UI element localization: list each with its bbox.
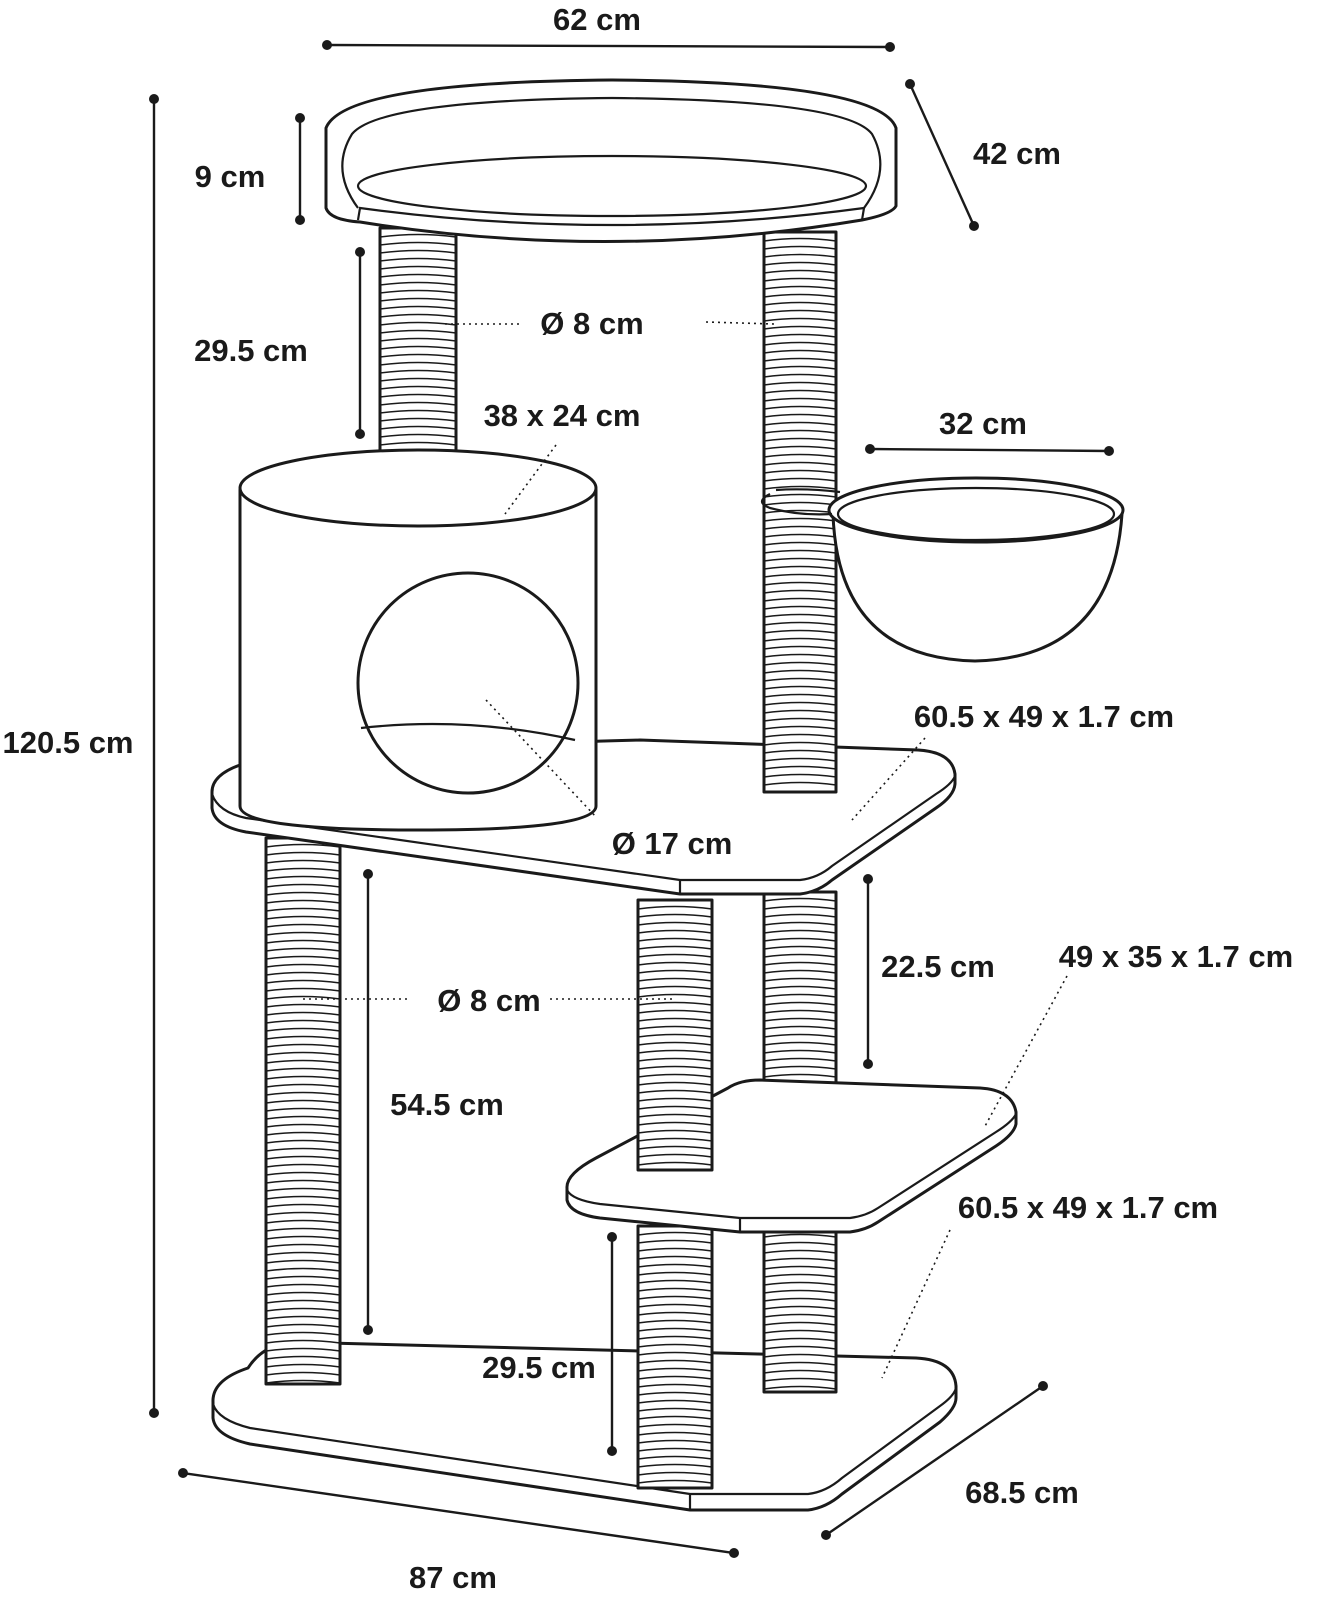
label-entrance-diameter: Ø 17 cm: [612, 826, 733, 861]
label-middle-post-height: 22.5 cm: [881, 949, 995, 984]
label-top-rim-height: 9 cm: [195, 159, 266, 194]
label-top-width: 62 cm: [553, 2, 641, 37]
label-hammock-width: 32 cm: [939, 406, 1027, 441]
label-step-platform: 49 x 35 x 1.7 cm: [1059, 939, 1293, 974]
label-top-depth: 42 cm: [973, 136, 1061, 171]
top-perch: [324, 78, 898, 244]
condo-entrance: [356, 571, 580, 795]
post-base-right: [762, 1226, 838, 1394]
hammock: [760, 476, 1125, 663]
post-upper-right: [762, 230, 838, 794]
label-lower-post-diameter: Ø 8 cm: [437, 983, 540, 1018]
dimension-lines: [149, 40, 1114, 1558]
post-step-center: [636, 898, 714, 1172]
step-platform: [565, 1078, 1018, 1234]
post-base-center: [636, 1224, 714, 1490]
label-base-width: 87 cm: [409, 1560, 497, 1595]
label-upper-post-height: 29.5 cm: [194, 333, 308, 368]
label-total-height: 120.5 cm: [3, 725, 134, 760]
label-middle-platform: 60.5 x 49 x 1.7 cm: [914, 699, 1174, 734]
label-base-depth: 68.5 cm: [965, 1475, 1079, 1510]
leader-lines: [303, 321, 1068, 1379]
condo-box: [238, 448, 598, 832]
post-back-right: [762, 890, 838, 1097]
dimension-labels: 62 cm 42 cm 9 cm 29.5 cm Ø 8 cm 38 x 24 …: [3, 2, 1294, 1595]
label-long-post-height: 54.5 cm: [390, 1087, 504, 1122]
post-long-left: [264, 836, 342, 1386]
label-box-size: 38 x 24 cm: [484, 398, 641, 433]
label-upper-post-diameter: Ø 8 cm: [540, 306, 643, 341]
back-posts: [762, 890, 838, 1097]
step-posts: [636, 898, 714, 1172]
label-base-platform: 60.5 x 49 x 1.7 cm: [958, 1190, 1218, 1225]
label-short-post-height: 29.5 cm: [482, 1350, 596, 1385]
